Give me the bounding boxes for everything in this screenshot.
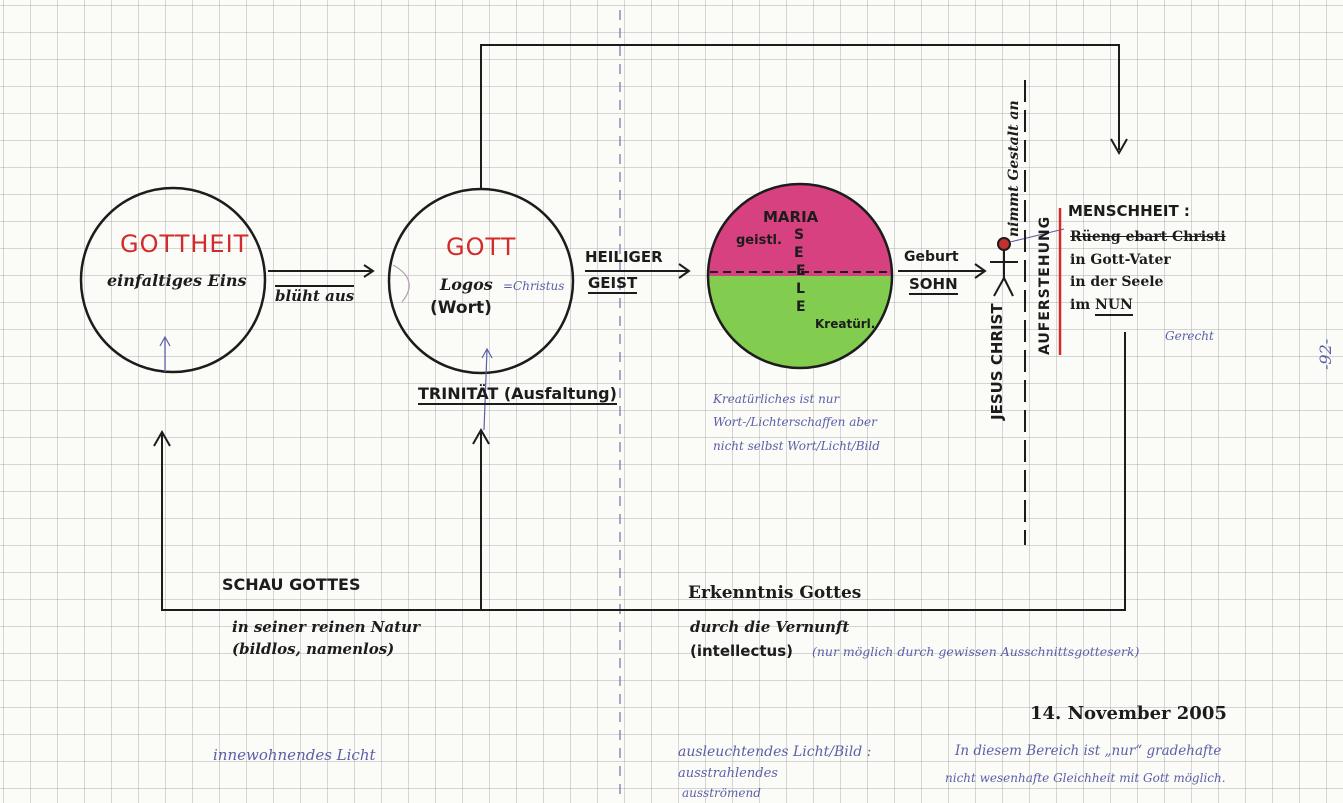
- gott-logos: Logos: [440, 275, 493, 294]
- arrow-gott-to-maria: [585, 263, 691, 279]
- seele-e3: E: [796, 299, 806, 315]
- seele-l: L: [796, 281, 805, 297]
- stick-figure-icon: [990, 237, 1018, 297]
- nun-label: NUN: [1095, 297, 1133, 316]
- sohn-label: SOHN: [909, 275, 958, 295]
- menschheit-line3: in der Seele: [1070, 274, 1164, 290]
- bluet-aus-label: blüht aus: [275, 285, 355, 305]
- innewohnendes-licht: innewohnendes Licht: [213, 746, 376, 764]
- blue-pointer-line: [1009, 228, 1065, 243]
- maria-circle-outline: [706, 182, 894, 370]
- bottom-right-line2: nicht wesenhafte Gleichheit mit Gott mög…: [945, 771, 1226, 785]
- schau-title: SCHAU GOTTES: [222, 575, 361, 594]
- gott-circle: [387, 187, 575, 375]
- seele-s: S: [794, 227, 805, 243]
- maria-label: MARIA: [763, 208, 819, 226]
- bottom-loop-arrows: [153, 332, 1126, 611]
- kreatuerliches-note-1: Kreatürliches ist nur: [713, 392, 840, 406]
- trinitaet-label: TRINITÄT (Ausfaltung): [418, 384, 617, 405]
- kreatuerl-label: Kreatürl.: [815, 317, 876, 331]
- bottom-mid-line1: ausleuchtendes Licht/Bild :: [678, 744, 872, 760]
- kreatuerliches-note-2: Wort-/Lichterschaffen aber: [713, 415, 877, 429]
- bottom-mid-line2: ausstrahlendes: [678, 766, 778, 781]
- gottheit-title: GOTTHEIT: [120, 230, 250, 258]
- logos-arc: [392, 264, 410, 303]
- kreatuerliches-note-3: nicht selbst Wort/Licht/Bild: [713, 439, 880, 453]
- auferstehung-label: AUFERSTEHUNG: [1037, 215, 1053, 355]
- page-number: -92-: [1316, 338, 1335, 370]
- gerecht-note: Gerecht: [1165, 329, 1214, 343]
- seele-e1: E: [794, 245, 804, 261]
- geistl-label: geistl.: [736, 233, 782, 248]
- heiliger-geist-line1: HEILIGER: [585, 248, 663, 266]
- geburt-label: Geburt: [904, 249, 959, 265]
- bottom-mid-line3: ausströmend: [682, 786, 761, 800]
- menschheit-line2: in Gott-Vater: [1070, 252, 1171, 268]
- arrow-gottheit-to-gott: [268, 264, 375, 278]
- gott-christus: =Christus: [503, 279, 565, 293]
- menschheit-line1: Rüeng ebart Christi: [1070, 229, 1226, 245]
- date-label: 14. November 2005: [1030, 703, 1227, 724]
- jesus-christ-label: JESUS CHRIST: [988, 303, 1006, 420]
- seele-e2: E: [796, 263, 806, 279]
- bottom-right-line1: In diesem Bereich ist „nur“ gradehafte: [955, 743, 1222, 759]
- menschheit-title: MENSCHHEIT :: [1068, 202, 1190, 220]
- schau-line2: (bildlos, namenlos): [232, 640, 395, 658]
- arrow-maria-to-jesus: [898, 263, 987, 279]
- erkenntnis-line2: (intellectus): [690, 642, 794, 660]
- blue-inner-arrows: [159, 335, 493, 431]
- gott-wort: (Wort): [430, 298, 492, 318]
- schau-line1: in seiner reinen Natur: [232, 618, 420, 636]
- erkenntnis-note: (nur möglich durch gewissen Ausschnittsg…: [812, 644, 1140, 659]
- heiliger-geist-line2: GEIST: [588, 274, 638, 294]
- nimmt-gestalt-label: nimmt Gestalt an: [1006, 100, 1022, 237]
- erkenntnis-line1: durch die Vernunft: [690, 618, 850, 636]
- gott-title: GOTT: [446, 233, 517, 261]
- gottheit-subtitle: einfaltiges Eins: [107, 271, 247, 290]
- menschheit-line4: im NUN: [1070, 297, 1133, 316]
- erkenntnis-title: Erkenntnis Gottes: [688, 583, 862, 603]
- gottheit-circle: [79, 186, 267, 374]
- im-prefix: im: [1070, 297, 1096, 313]
- top-loop-arrow: [480, 44, 1128, 188]
